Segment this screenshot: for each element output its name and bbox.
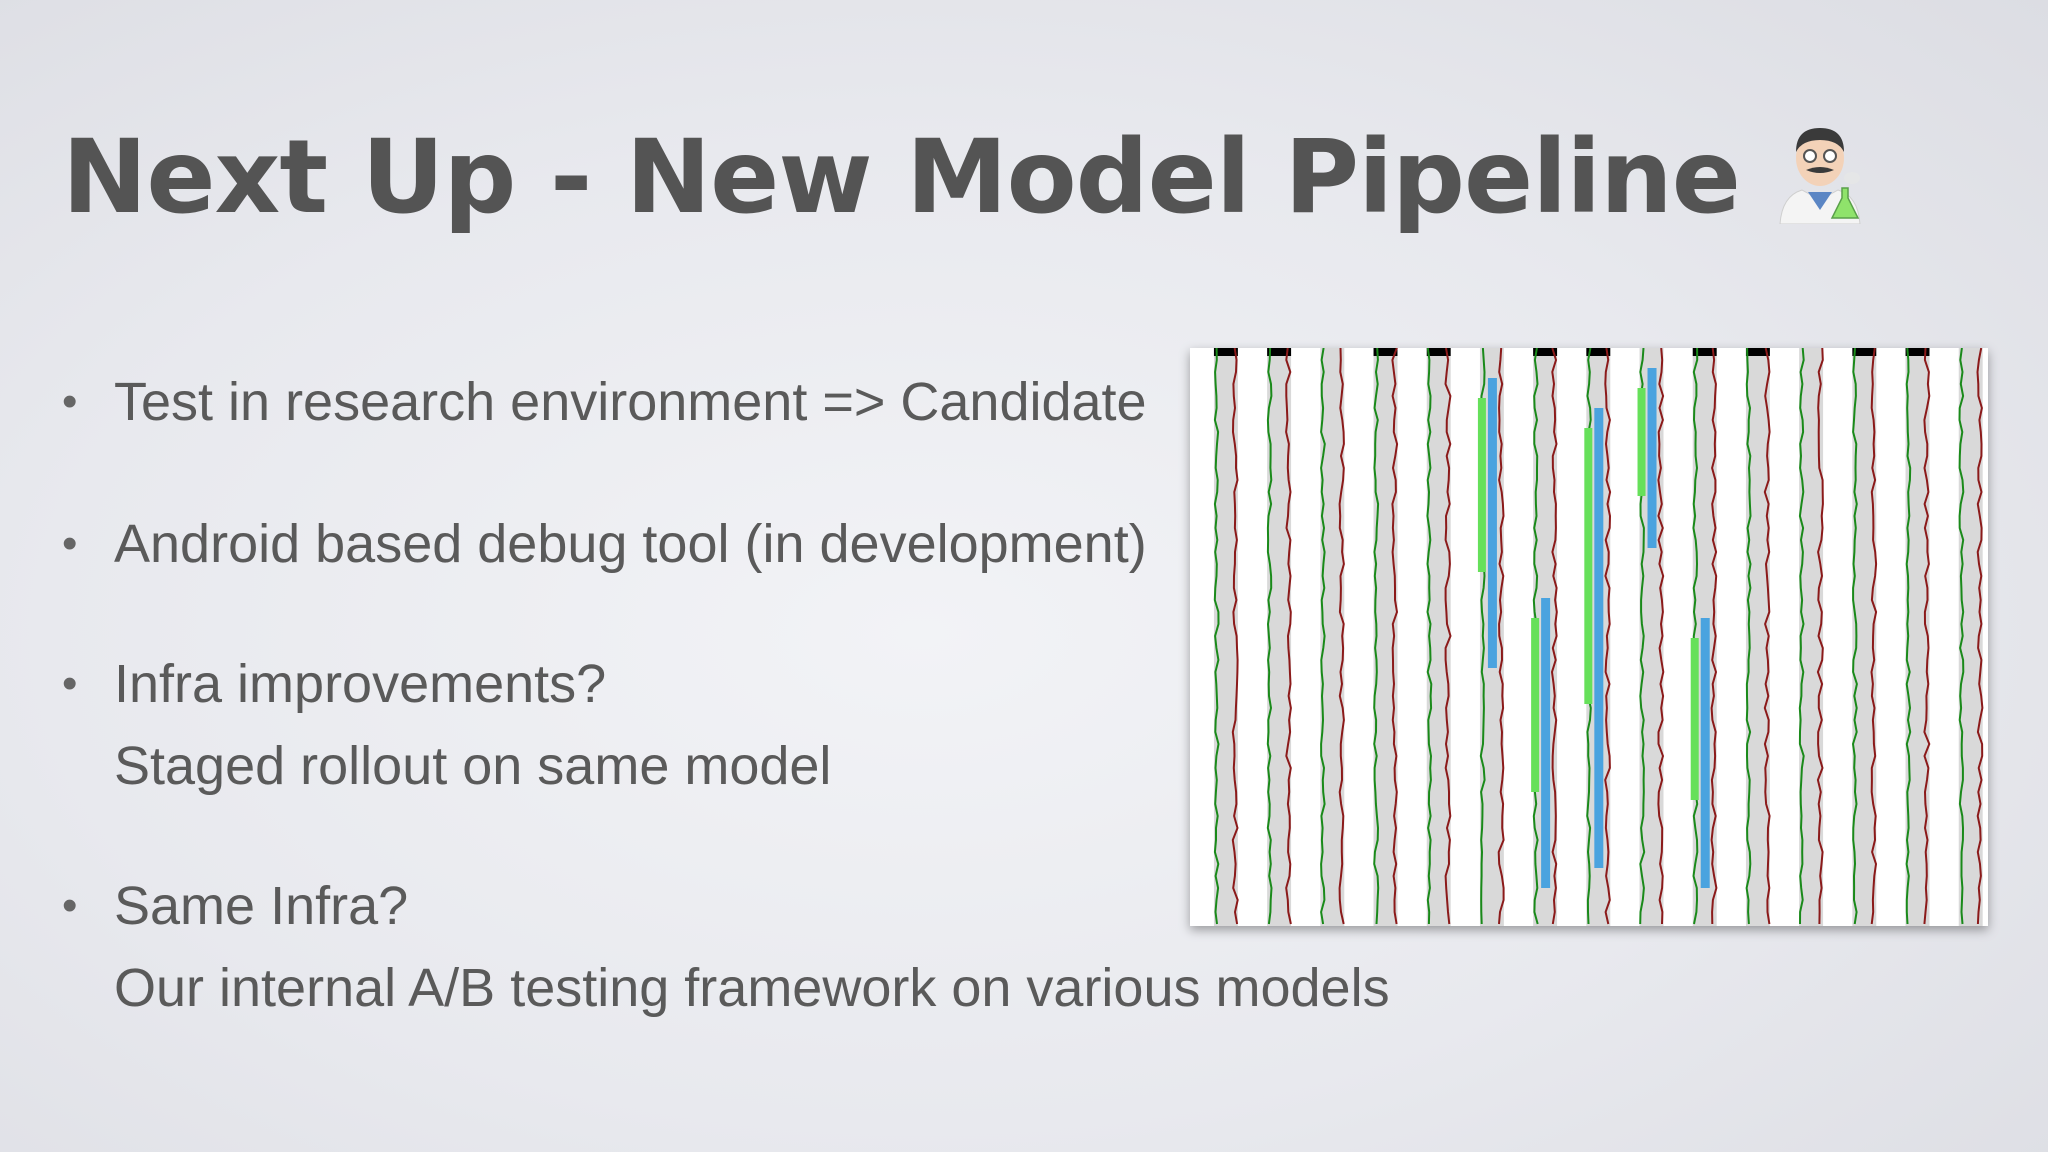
trace-line-red (1550, 348, 1558, 925)
trace-header-bar (1533, 348, 1558, 356)
trace-segment-lime (1584, 428, 1593, 704)
trace-line-red (1338, 348, 1345, 925)
trace-line-green (1373, 348, 1380, 925)
trace-line-red (1870, 348, 1878, 925)
trace-column-bg (1373, 348, 1398, 926)
debug-trace-chart (1190, 348, 1988, 926)
trace-line-red (1285, 348, 1292, 925)
trace-column-bg (1426, 348, 1451, 926)
trace-column-bg (1745, 348, 1770, 926)
trace-line-red (1231, 348, 1239, 925)
bullet-text: Same Infra? (114, 876, 409, 936)
bullet-dot: • (62, 659, 78, 708)
trace-line-green (1692, 348, 1699, 925)
bullet-dot: • (62, 881, 78, 930)
trace-line-red (1444, 348, 1452, 925)
trace-column-bg (1639, 348, 1664, 926)
bullet-text: Test in research environment => Candidat… (114, 372, 1147, 432)
trace-segment-lime (1477, 398, 1486, 572)
trace-header-bar (1852, 348, 1877, 356)
trace-header-bar (1745, 348, 1770, 356)
slide-title: Next Up - New Model Pipeline (62, 118, 1741, 237)
trace-line-red (1604, 348, 1612, 925)
trace-column-bg (1320, 348, 1345, 926)
trace-line-red (1391, 348, 1399, 925)
trace-segment-blue (1487, 378, 1497, 668)
bullet-dot: • (62, 377, 78, 426)
trace-line-green (1851, 348, 1858, 925)
trace-line-green (1905, 348, 1912, 925)
trace-line-red (1657, 348, 1665, 925)
trace-column-bg (1852, 348, 1877, 926)
bullet-subtext: Our internal A/B testing framework on va… (114, 958, 1390, 1018)
trace-column-bg (1799, 348, 1824, 926)
trace-line-green (1213, 348, 1220, 925)
trace-segment-blue (1700, 618, 1710, 888)
trace-line-red (1923, 348, 1931, 925)
trace-segment-blue (1594, 408, 1604, 868)
trace-header-bar (1586, 348, 1611, 356)
trace-line-green (1798, 348, 1805, 925)
trace-line-red (1763, 348, 1771, 925)
scientist-emoji-icon (1779, 128, 1861, 224)
trace-segment-blue (1647, 368, 1657, 548)
trace-line-green (1266, 348, 1273, 925)
trace-line-red (1816, 348, 1824, 925)
trace-line-red (1976, 348, 1984, 925)
bullet-subtext: Staged rollout on same model (114, 736, 832, 796)
trace-line-green (1426, 348, 1433, 925)
trace-header-bar (1692, 348, 1717, 356)
trace-line-red (1497, 348, 1505, 925)
trace-header-bar (1267, 348, 1292, 356)
trace-header-bar (1373, 348, 1398, 356)
trace-segment-blue (1541, 598, 1551, 888)
trace-segment-lime (1637, 388, 1646, 496)
bullet-dot: • (62, 519, 78, 568)
bullet-text: Android based debug tool (in development… (114, 514, 1147, 574)
trace-segment-lime (1531, 618, 1540, 792)
bullet-text: Infra improvements? (114, 654, 607, 714)
trace-segment-lime (1690, 638, 1699, 800)
trace-line-green (1958, 348, 1965, 925)
trace-line-red (1710, 348, 1718, 925)
trace-column-bg (1213, 348, 1238, 926)
trace-line-green (1745, 348, 1752, 925)
trace-line-green (1320, 348, 1326, 925)
trace-header-bar (1905, 348, 1930, 356)
trace-header-bar (1426, 348, 1451, 356)
trace-column-bg (1267, 348, 1292, 926)
trace-header-bar (1213, 348, 1238, 356)
trace-column-bg (1958, 348, 1983, 926)
trace-column-bg (1905, 348, 1930, 926)
